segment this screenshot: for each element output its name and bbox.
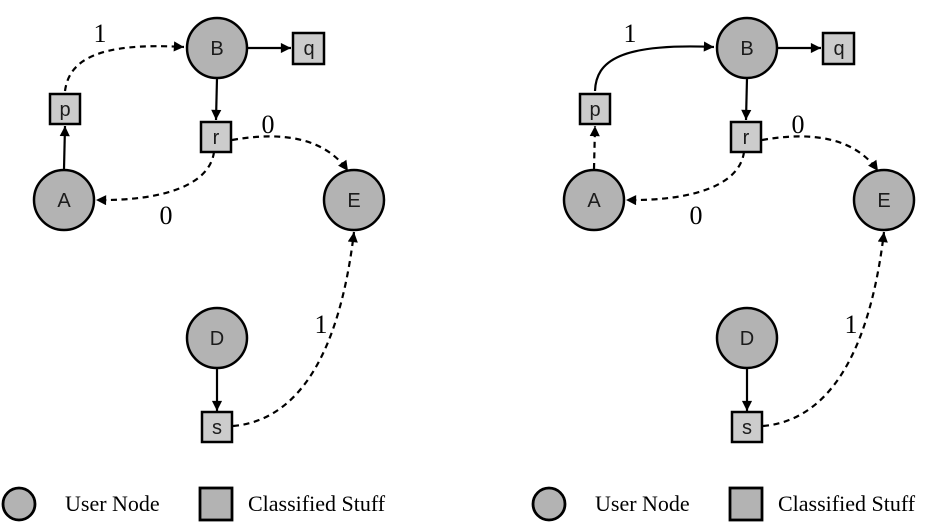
diagram-right: 1 0 0 1 B A E D p q r s User Node Classi… [531, 16, 916, 522]
node-label-q: q [303, 38, 314, 60]
node-label-A: A [57, 190, 71, 212]
node-label-p: p [59, 99, 70, 121]
legend-classified-label: Classified Stuff [778, 491, 916, 516]
node-circle-B [185, 16, 249, 80]
node-circle-A [32, 168, 96, 232]
node-label-E: E [347, 190, 360, 212]
node-label-q: q [833, 38, 844, 60]
edge-label-p-to-B: 1 [624, 19, 637, 48]
legend-user-node-swatch [1, 486, 37, 522]
node-circle-A [562, 168, 626, 232]
edge-label-p-to-B: 1 [94, 19, 107, 48]
node-square-s [200, 410, 234, 444]
node-square-r [729, 120, 763, 154]
edge-r-to-A [95, 151, 216, 206]
node-circle-D [185, 306, 249, 370]
node-circle-E [322, 168, 386, 232]
diagram-left: 1 0 0 1 B A E D p q r s User Node Classi… [1, 16, 386, 522]
legend-user-node-label: User Node [65, 491, 160, 516]
node-circle-B [715, 16, 779, 80]
node-label-r: r [213, 127, 220, 149]
edge-B-to-r [741, 77, 752, 121]
edge-label-r-to-E: 0 [792, 110, 805, 139]
edge-label-s-to-E: 1 [315, 310, 328, 339]
legend-user-node-label: User Node [595, 491, 690, 516]
edge-r-to-A [625, 151, 746, 206]
node-square-s [730, 410, 764, 444]
node-circle-D [715, 306, 779, 370]
node-label-B: B [740, 38, 753, 60]
node-label-B: B [210, 38, 223, 60]
legend-user-node-swatch [531, 486, 567, 522]
edge-r-to-E [761, 135, 879, 172]
node-label-D: D [210, 328, 224, 350]
edge-p-to-B [593, 41, 715, 92]
legend-classified-swatch [728, 486, 764, 522]
legend-classified-label: Classified Stuff [248, 491, 386, 516]
node-label-s: s [742, 417, 752, 439]
edge-A-to-p [589, 125, 600, 170]
edge-r-to-E [231, 135, 349, 172]
node-square-r [199, 120, 233, 154]
edge-s-to-E [762, 231, 888, 428]
node-label-s: s [212, 417, 222, 439]
node-label-p: p [589, 99, 600, 121]
node-square-q [821, 31, 856, 66]
node-square-p [578, 92, 612, 126]
edge-label-r-to-A: 0 [690, 201, 703, 230]
edge-p-to-B [63, 41, 185, 92]
node-label-r: r [743, 127, 750, 149]
legend-classified-swatch [198, 486, 234, 522]
node-label-D: D [740, 328, 754, 350]
edge-label-s-to-E: 1 [845, 310, 858, 339]
edge-s-to-E [232, 231, 358, 428]
edge-label-r-to-E: 0 [262, 110, 275, 139]
node-label-A: A [587, 190, 601, 212]
node-label-E: E [877, 190, 890, 212]
edge-B-to-r [211, 77, 222, 121]
edge-A-to-p [59, 125, 70, 170]
node-square-q [291, 31, 326, 66]
node-circle-E [852, 168, 916, 232]
edge-label-r-to-A: 0 [160, 201, 173, 230]
node-square-p [48, 92, 82, 126]
